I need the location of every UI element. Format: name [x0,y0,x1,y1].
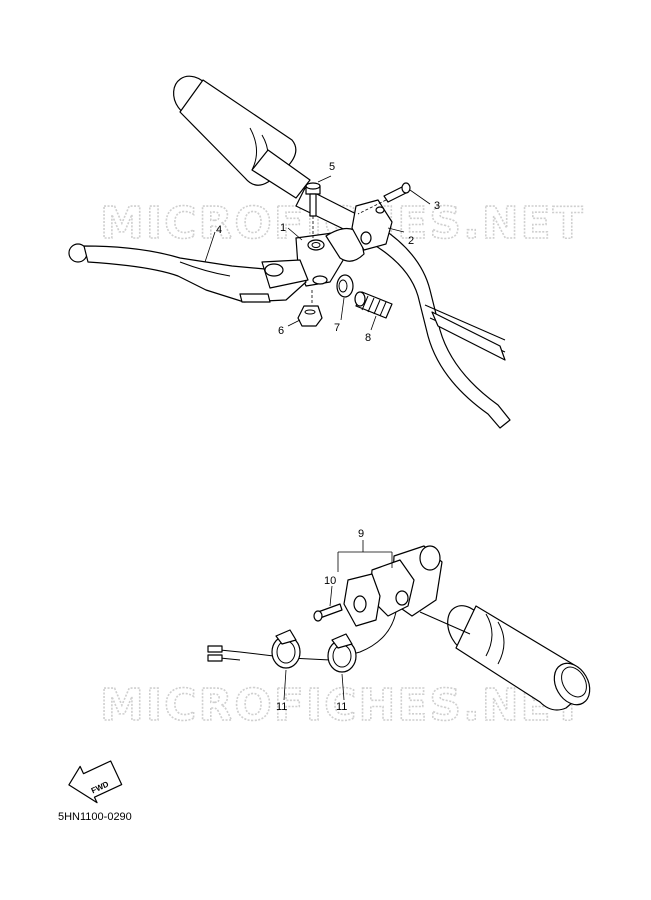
screw-10 [313,603,343,622]
handlebar-top [172,75,511,429]
holder-clamp-2 [351,199,393,251]
fwd-arrow-icon: FWD [68,760,123,804]
diagram-code: 5HN1100-0290 [58,811,132,823]
bolt-5 [305,182,321,238]
callout-11-right: 11 [336,701,347,713]
callout-leaders-top [204,175,431,331]
callout-7: 7 [334,322,340,334]
grip-bottom [419,605,591,711]
locknut-7 [336,274,354,298]
callout-6: 6 [278,325,284,337]
bolt-3 [357,182,411,215]
band-clamp-11-right [327,633,357,673]
watermark-bottom: MICROFICHES.NET [100,680,585,731]
band-clamp-11-left [271,629,301,669]
callout-3: 3 [434,200,440,212]
callout-8: 8 [365,332,371,344]
callout-2: 2 [408,235,414,247]
switch-assembly [369,545,443,617]
callout-10: 10 [324,575,336,587]
adjuster-8 [354,291,393,319]
clamp-9 [343,573,381,627]
clutch-lever-4 [68,243,309,303]
callout-1: 1 [280,222,286,234]
callout-leaders-bottom [283,540,393,701]
callout-5: 5 [329,161,335,173]
callout-4: 4 [216,224,222,236]
callout-9: 9 [358,528,364,540]
nut-6 [297,290,323,327]
callout-11-left: 11 [276,701,287,713]
grip-top [172,75,311,199]
